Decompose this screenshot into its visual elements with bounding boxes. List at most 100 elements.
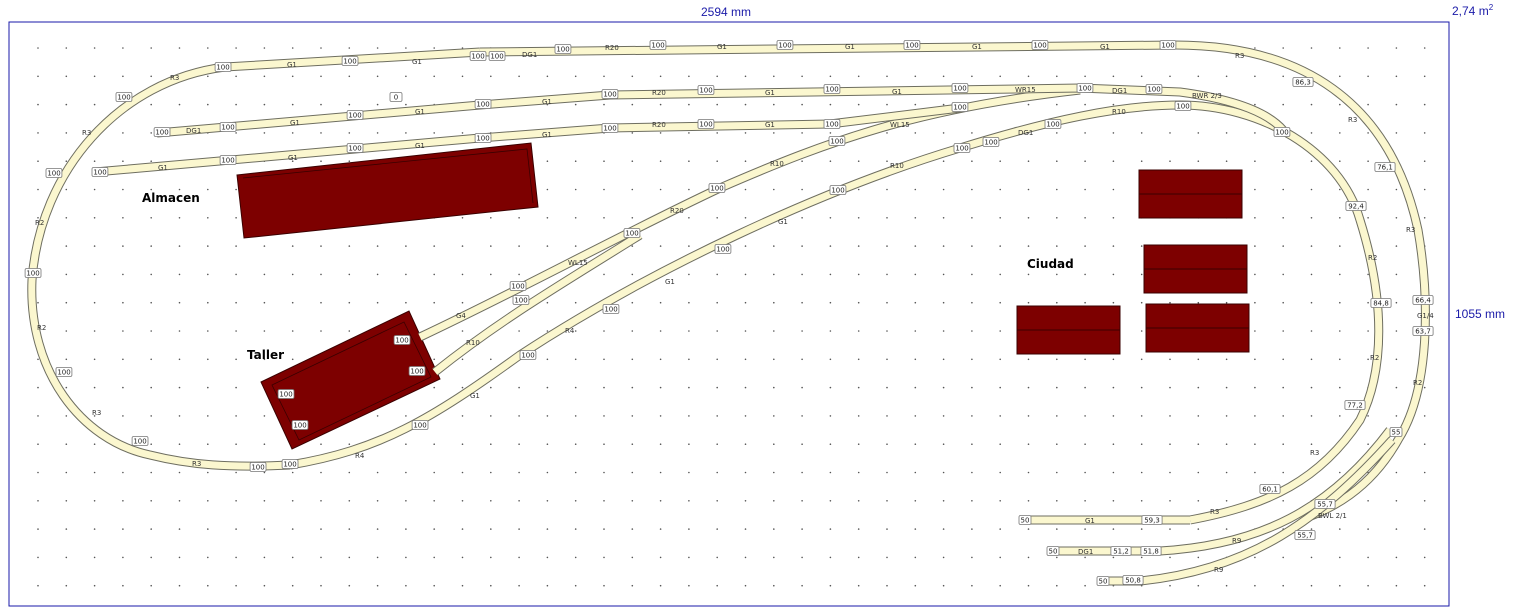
grid-dot xyxy=(1112,386,1115,389)
piece-label: DG1 xyxy=(1078,548,1093,556)
grid-dot xyxy=(1367,47,1369,49)
grid-dot xyxy=(914,556,917,559)
grid-dot xyxy=(235,471,237,474)
grid-dot xyxy=(886,132,888,134)
grid-dot xyxy=(518,471,520,474)
grid-dot xyxy=(376,245,379,247)
grid-dot xyxy=(603,386,605,389)
grid-dot xyxy=(1395,188,1398,191)
piece-label: R3 xyxy=(82,129,91,137)
grid-dot xyxy=(801,217,803,219)
grid-dot xyxy=(518,443,520,446)
length-tag: 100 xyxy=(521,352,534,360)
grid-dot xyxy=(1140,132,1143,134)
grid-dot xyxy=(291,273,294,276)
grid-dot xyxy=(603,75,605,78)
grid-dot xyxy=(405,301,407,304)
grid-dot xyxy=(914,132,917,134)
piece-label: R3 xyxy=(1348,116,1357,124)
length-tag: 60,1 xyxy=(1262,486,1278,494)
grid-dot xyxy=(886,75,888,78)
track-outer-loop[interactable] xyxy=(479,40,1430,525)
grid-dot xyxy=(320,330,322,332)
grid-dot xyxy=(914,500,917,502)
grid-dot xyxy=(178,556,181,559)
almacen-building[interactable] xyxy=(236,142,539,239)
length-tag: 100 xyxy=(1176,103,1189,111)
grid-dot xyxy=(574,528,577,530)
grid-dot xyxy=(1395,330,1398,332)
grid-dot xyxy=(376,103,379,106)
piece-label: R4 xyxy=(565,327,575,335)
piece-label: G1 xyxy=(765,89,775,97)
grid-dot xyxy=(1056,160,1058,162)
grid-dot xyxy=(1310,358,1313,361)
grid-dot xyxy=(376,528,379,530)
grid-dot xyxy=(971,500,973,502)
grid-dot xyxy=(490,75,492,78)
length-tag-box xyxy=(1174,101,1192,111)
piece-label: R4 xyxy=(355,452,365,460)
grid-dot xyxy=(546,75,549,78)
taller-building[interactable] xyxy=(260,310,441,450)
grid-dot xyxy=(1339,301,1341,304)
grid-dot xyxy=(971,75,973,78)
grid-dot xyxy=(1197,500,1200,502)
grid-dot xyxy=(1027,160,1030,162)
ciudad-building-3[interactable] xyxy=(1016,305,1121,355)
length-tag: 100 xyxy=(93,169,106,177)
grid-dot xyxy=(207,245,209,247)
grid-dot xyxy=(914,330,917,332)
grid-dot xyxy=(1112,75,1115,78)
grid-dot xyxy=(744,160,747,162)
grid-dot xyxy=(716,386,718,389)
ciudad-building-1[interactable] xyxy=(1138,169,1243,219)
piece-label: R2 xyxy=(1368,254,1377,262)
grid-dot xyxy=(942,584,945,587)
length-tag-box xyxy=(346,110,364,120)
grid-dot xyxy=(886,584,888,587)
ciudad-building-2[interactable] xyxy=(1143,244,1248,294)
grid-dot xyxy=(433,556,436,559)
length-tag-box xyxy=(1076,83,1094,93)
grid-dot xyxy=(461,217,464,219)
piece-label: G1/4 xyxy=(1417,312,1434,320)
grid-dot xyxy=(1423,160,1426,162)
grid-dot xyxy=(744,584,747,587)
grid-dot xyxy=(1254,188,1256,191)
grid-dot xyxy=(773,386,775,389)
grid-dot xyxy=(235,188,237,191)
piece-label: R3 xyxy=(1235,52,1244,60)
grid-dot xyxy=(433,273,436,276)
grid-dot xyxy=(914,528,917,530)
grid-dot xyxy=(1084,188,1086,191)
grid-dot xyxy=(65,500,68,502)
grid-dot xyxy=(999,301,1001,304)
grid-dot xyxy=(1112,358,1115,361)
grid-dot xyxy=(122,358,124,361)
grid-dot xyxy=(1395,584,1398,587)
grid-dot xyxy=(886,188,888,191)
grid-dot xyxy=(942,160,945,162)
length-tag-box xyxy=(341,56,359,66)
length-tag-box xyxy=(623,228,641,238)
grid-dot xyxy=(291,471,294,474)
ciudad-building-4[interactable] xyxy=(1145,303,1250,353)
grid-dot xyxy=(291,245,294,247)
piece-label: R10 xyxy=(466,339,480,347)
grid-dot xyxy=(518,245,520,247)
grid-dot xyxy=(886,500,888,502)
grid-dot xyxy=(1112,301,1115,304)
piece-label: DG1 xyxy=(1018,129,1033,137)
grid-dot xyxy=(801,415,803,417)
grid-dot xyxy=(150,132,152,134)
length-tag-box xyxy=(408,366,426,376)
grid-dot xyxy=(1197,75,1200,78)
length-tag: 100 xyxy=(514,297,527,305)
grid-dot xyxy=(857,584,860,587)
grid-dot xyxy=(461,443,464,446)
grid-dot xyxy=(631,103,634,106)
grid-dot xyxy=(235,273,237,276)
grid-dot xyxy=(1339,358,1341,361)
grid-dot xyxy=(688,386,690,389)
